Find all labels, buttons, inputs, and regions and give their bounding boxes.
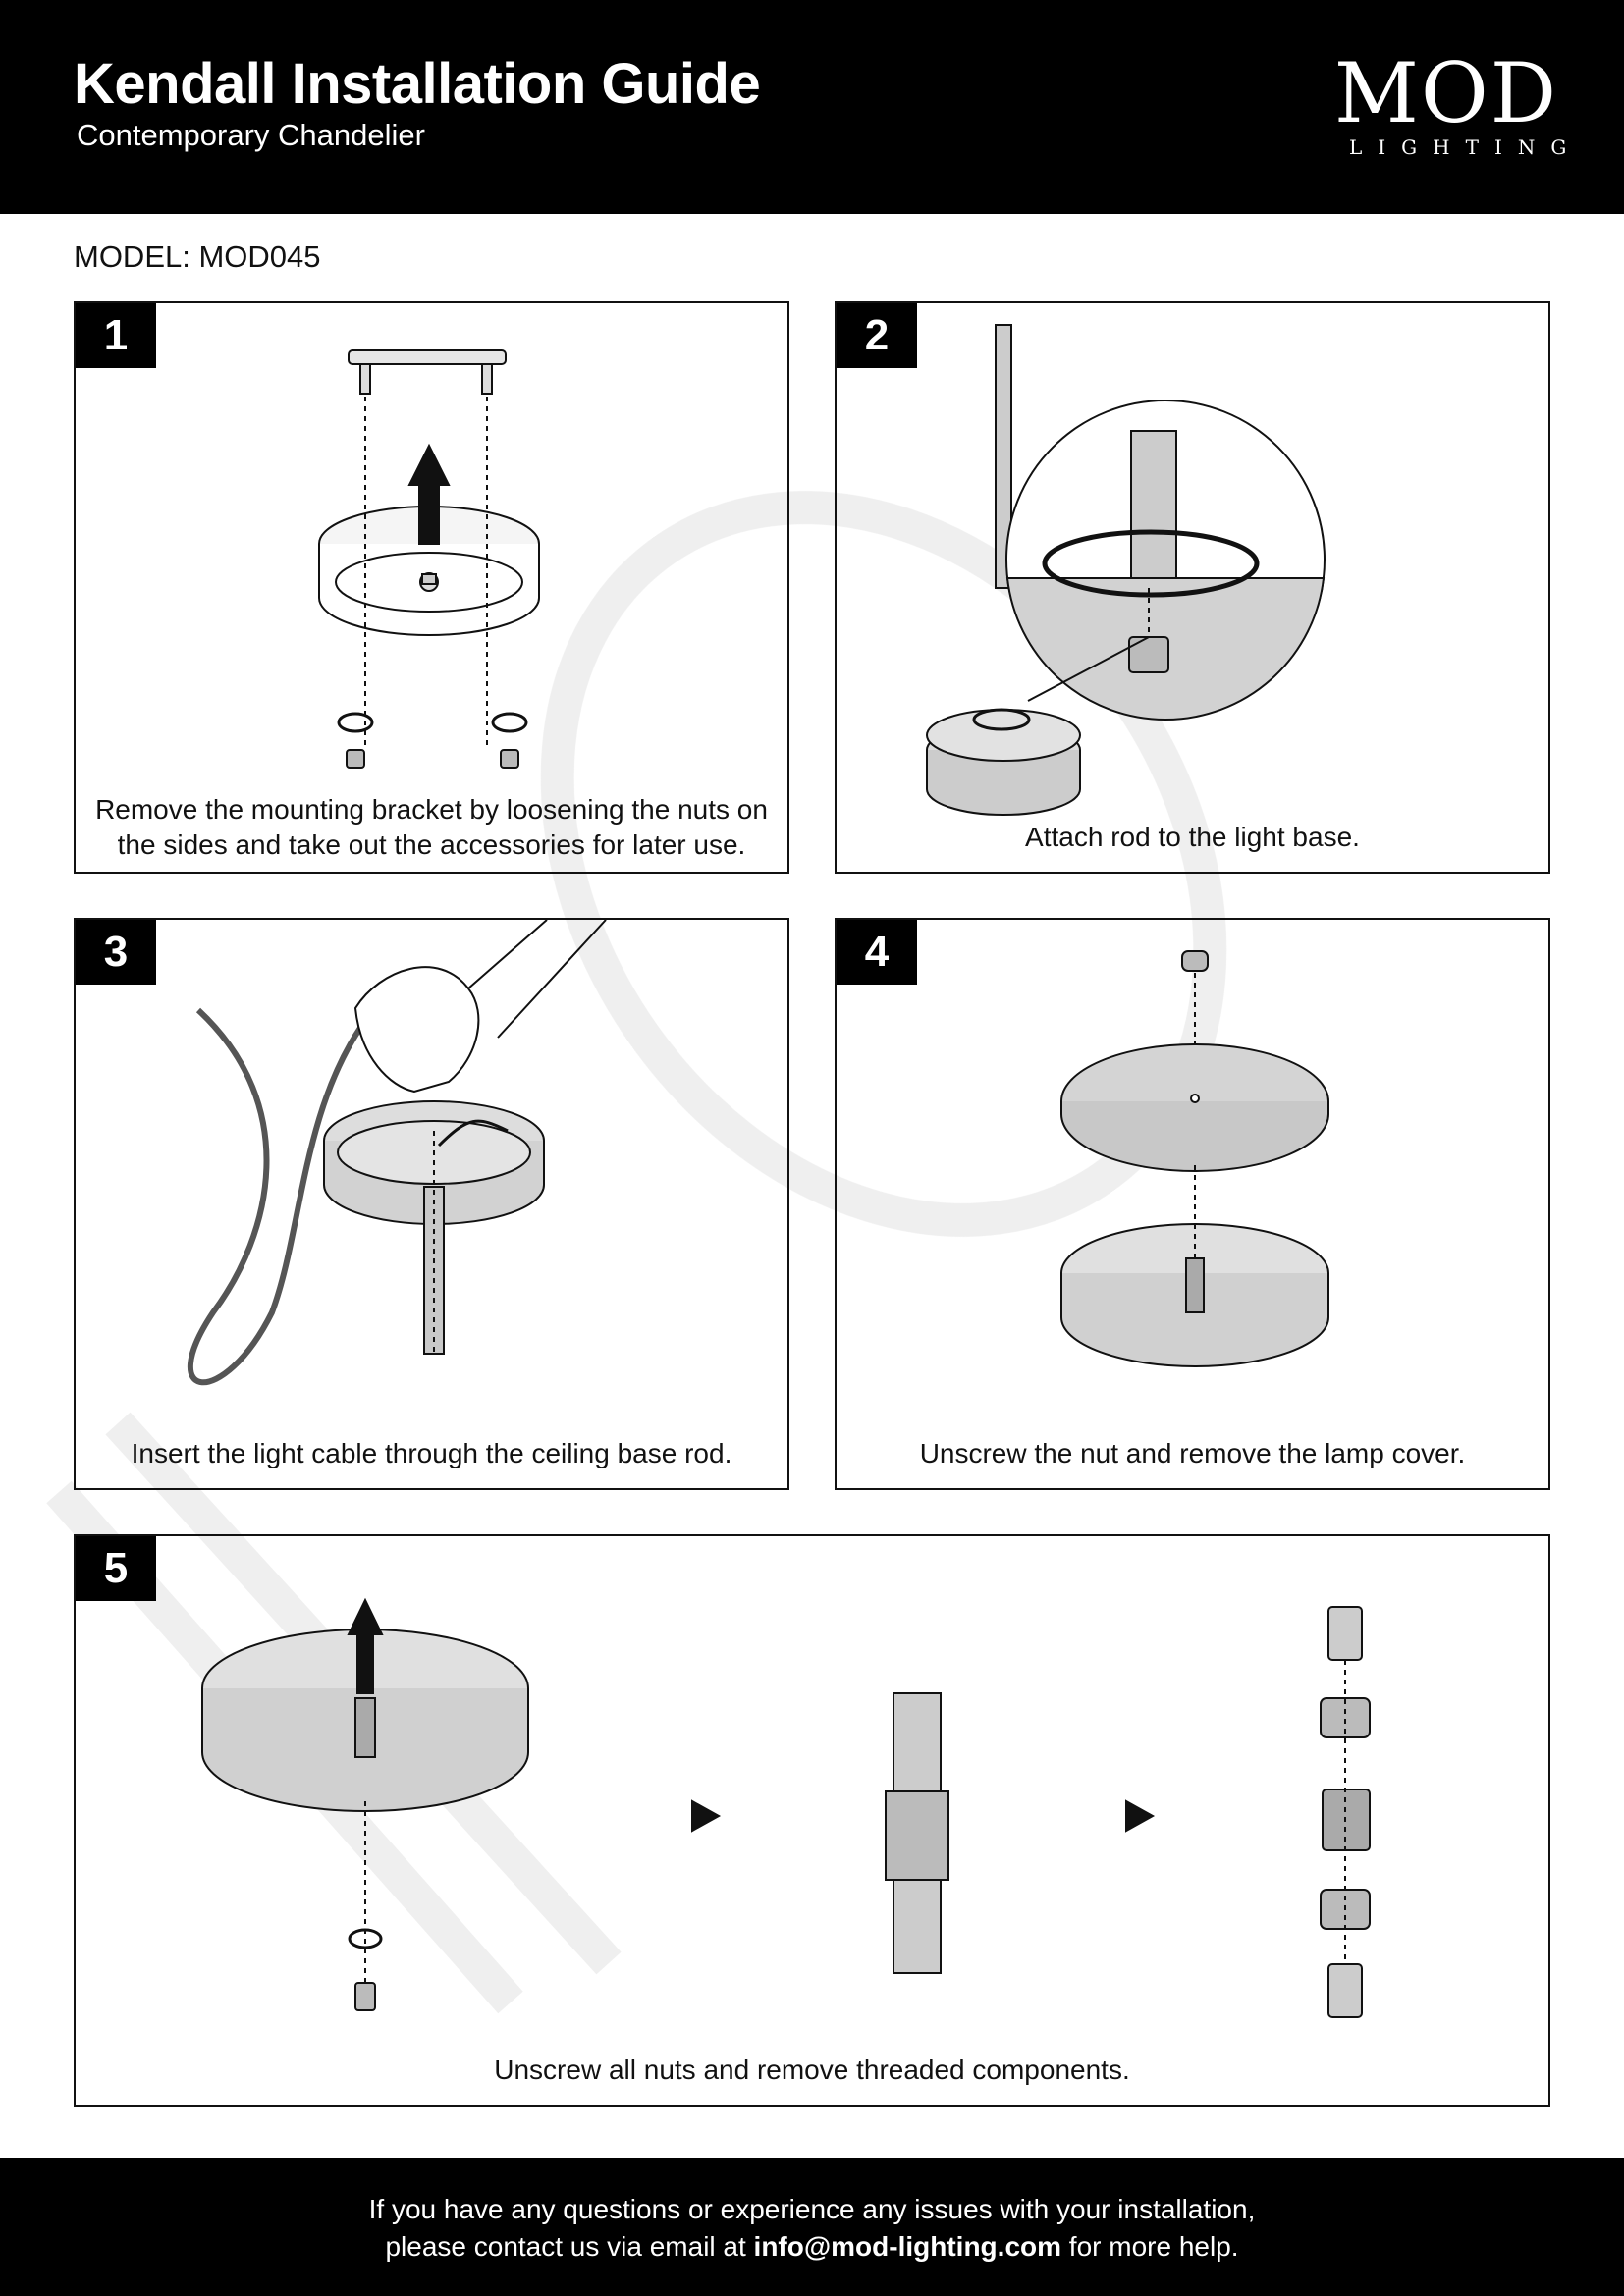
footer-bar: If you have any questions or experience …: [0, 2158, 1624, 2296]
footer-line-2: please contact us via email at info@mod-…: [0, 2228, 1624, 2266]
step-1-panel: 1 Remove the mounting bracket by looseni…: [74, 301, 789, 874]
step-2-panel: 2 Attach rod to the light base.: [835, 301, 1550, 874]
footer-line-1: If you have any questions or experience …: [368, 2194, 1256, 2224]
support-email-link[interactable]: info@mod-lighting.com: [753, 2231, 1062, 2262]
logo-sub-text: LIGHTING: [1349, 135, 1583, 159]
step-3-number: 3: [76, 920, 156, 985]
step-5-caption: Unscrew all nuts and remove threaded com…: [494, 2055, 1130, 2085]
step-3-illustration: [187, 920, 607, 1386]
step-4-illustration: [1060, 950, 1329, 1367]
step-2-caption: Attach rod to the light base.: [1025, 822, 1360, 852]
step-3-caption: Insert the light cable through the ceili…: [131, 1438, 732, 1468]
step-4-caption: Unscrew the nut and remove the lamp cove…: [919, 1438, 1466, 1468]
step-4-panel: 4 Unscrew the nut and remove the lamp co…: [835, 918, 1550, 1490]
step-5-number: 5: [76, 1536, 156, 1601]
page-title: Kendall Installation Guide: [74, 52, 761, 116]
step-3-panel: 3 Insert the light cable through the cei…: [74, 918, 789, 1490]
footer-text: If you have any questions or experience …: [0, 2191, 1624, 2266]
step-1-illustration: [318, 349, 540, 769]
footer-line-2-suffix: for more help.: [1061, 2231, 1239, 2262]
logo-main-text: MOD: [1333, 45, 1559, 141]
model-number: MODEL: MOD045: [74, 240, 321, 274]
page-subtitle: Contemporary Chandelier: [77, 118, 425, 152]
header-bar: Kendall Installation Guide Contemporary …: [0, 0, 1624, 214]
step-4-number: 4: [837, 920, 917, 985]
step-1-caption: Remove the mounting bracket by loosening…: [95, 794, 768, 860]
step-5-illustration: [201, 1597, 1371, 2018]
brand-logo: MOD LIGHTING: [1333, 45, 1583, 159]
footer-line-2-prefix: please contact us via email at: [385, 2231, 754, 2262]
step-2-illustration: [926, 324, 1326, 816]
step-2-number: 2: [837, 303, 917, 368]
step-5-panel: 5 Unscrew all nuts and remove threaded c…: [74, 1534, 1550, 2107]
step-1-number: 1: [76, 303, 156, 368]
